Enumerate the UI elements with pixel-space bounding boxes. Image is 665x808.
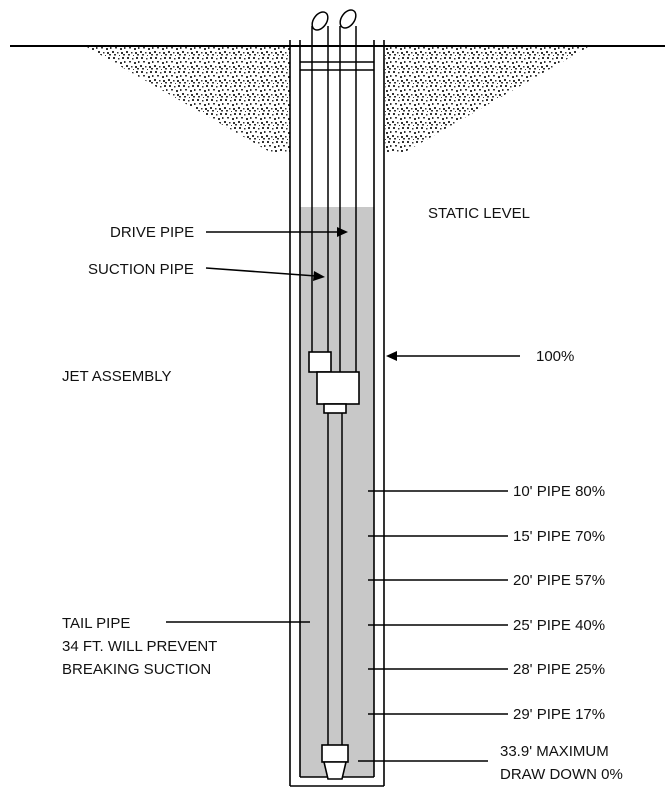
suction-pipe-opening <box>311 11 329 31</box>
foot-valve <box>321 744 349 780</box>
max-drawdown-label-line-2: DRAW DOWN 0% <box>500 766 623 783</box>
gravel-left <box>85 46 290 152</box>
max-drawdown-label-line-1: 33.9' MAXIMUM <box>500 743 609 760</box>
hundred-percent-label: 100% <box>536 348 574 365</box>
drive-pipe-opening <box>339 9 357 29</box>
level-label-28ft: 28' PIPE 25% <box>513 661 605 678</box>
well-casing <box>289 40 385 787</box>
water-column <box>300 207 374 777</box>
tail-pipe <box>327 413 343 745</box>
level-label-10ft: 10' PIPE 80% <box>513 483 605 500</box>
level-label-20ft: 20' PIPE 57% <box>513 572 605 589</box>
suction-pipe <box>311 26 329 352</box>
level-label-15ft: 15' PIPE 70% <box>513 528 605 545</box>
tail-pipe-label-line-3: BREAKING SUCTION <box>62 661 211 678</box>
drive-pipe-label: DRIVE PIPE <box>110 224 194 241</box>
level-lines <box>358 490 508 762</box>
suction-pipe-label: SUCTION PIPE <box>88 261 194 278</box>
jet-assembly-label: JET ASSEMBLY <box>62 368 172 385</box>
tail-pipe-label-line-1: TAIL PIPE <box>62 615 130 632</box>
level-label-25ft: 25' PIPE 40% <box>513 617 605 634</box>
level-label-29ft: 29' PIPE 17% <box>513 706 605 723</box>
drive-pipe <box>339 26 357 372</box>
static-level-label: STATIC LEVEL <box>428 205 530 222</box>
jet-assembly <box>308 351 360 414</box>
suction-pipe-arrow <box>205 267 317 277</box>
gravel-right <box>385 46 590 152</box>
well-seal <box>300 61 374 71</box>
tail-pipe-label-line-2: 34 FT. WILL PREVENT <box>62 638 217 655</box>
